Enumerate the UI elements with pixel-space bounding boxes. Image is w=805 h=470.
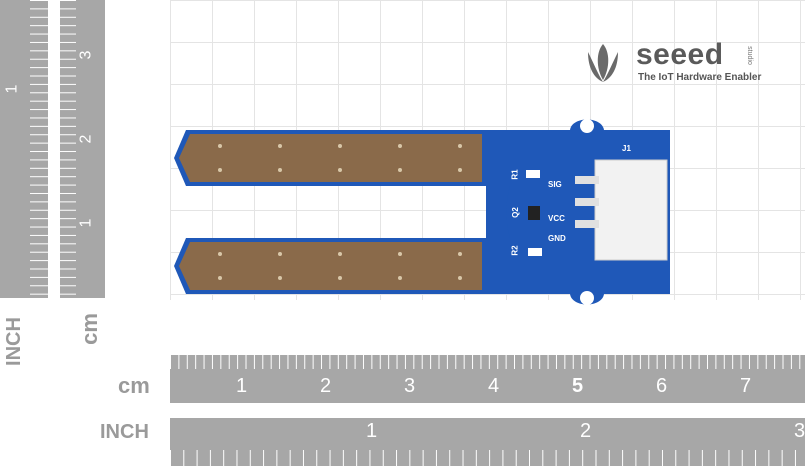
vertical-inch-tick-label: 1 [3,84,21,94]
inch-tick-1: 1 [366,420,378,442]
horizontal-cm-unit-label: cm [118,373,150,398]
seeed-vertical-mark: studio [745,46,753,65]
cm-tick-6: 6 [656,375,668,397]
moisture-sensor-board: J1 SIG VCC GND R1 Q2 R2 [170,112,680,317]
vertical-cm-ruler: 3 2 1 [60,0,105,298]
seeed-petal-icon [588,44,618,82]
inch-tick-3: 3 [794,420,805,442]
component-label-q2: Q2 [510,207,520,218]
vertical-cm-tick-1: 1 [77,218,95,228]
horizontal-cm-ruler: 1 2 3 4 5 6 7 [170,355,805,403]
component-label-r2: R2 [510,245,520,256]
horizontal-inch-ruler: 1 2 3 [170,418,805,466]
cm-tick-2: 2 [320,375,332,397]
vertical-inch-unit-label: INCH [2,317,25,366]
cm-tick-4: 4 [488,375,500,397]
seeed-logo: seeed The IoT Hardware Enabler studio [580,38,780,90]
cm-tick-1: 1 [236,375,248,397]
horizontal-inch-unit-label: INCH [100,421,149,443]
cm-tick-5: 5 [572,375,584,397]
vertical-cm-tick-3: 3 [77,50,95,60]
component-label-r1: R1 [510,169,520,180]
inch-tick-2: 2 [580,420,592,442]
cm-tick-3: 3 [404,375,416,397]
connector-label: J1 [622,144,631,153]
pin-label-vcc: VCC [548,214,565,223]
sensor-board-shape [174,119,670,305]
vertical-cm-unit-label: cm [76,313,102,345]
vertical-inch-ruler: 1 [0,0,48,298]
cm-tick-7: 7 [740,375,752,397]
seeed-tagline: The IoT Hardware Enabler [638,72,762,83]
vertical-cm-tick-2: 2 [77,134,95,144]
pin-label-gnd: GND [548,234,566,243]
pin-label-sig: SIG [548,180,562,189]
seeed-brand-text: seeed [636,38,724,71]
